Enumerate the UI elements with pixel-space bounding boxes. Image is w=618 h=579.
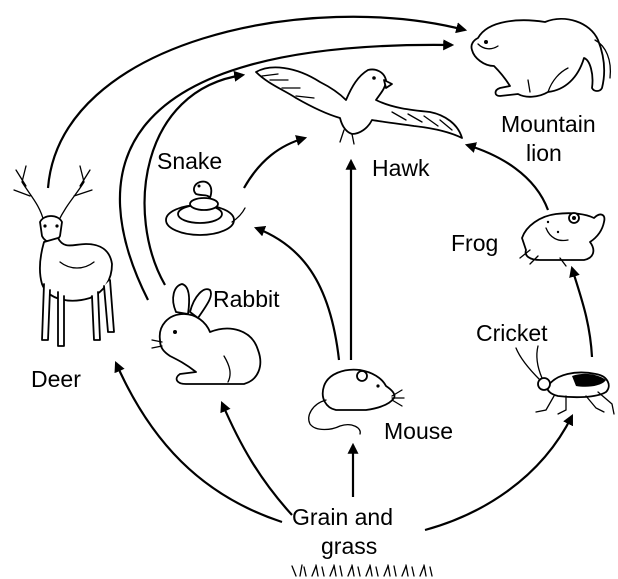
mountain-lion-icon [471,19,610,97]
arrow-cricket-to-frog [572,268,592,357]
labels: Mountain lion Hawk Snake Deer Rabbit Fro… [31,111,596,559]
label-mountain-lion-line1: Mountain [501,111,596,137]
arrow-snake-to-hawk [244,138,305,188]
label-grain-and-grass-line1: Grain and [292,504,393,530]
hawk-icon [256,67,462,144]
deer-icon [14,166,114,346]
snake-icon [166,182,245,235]
label-mountain-lion-line2: lion [526,140,562,166]
label-frog: Frog [451,230,498,256]
label-rabbit: Rabbit [213,286,280,312]
arrow-rabbit-to-hawk [145,75,243,285]
frog-icon [520,213,604,266]
label-snake: Snake [157,148,222,174]
grass-icon [292,565,432,576]
label-hawk: Hawk [372,155,430,181]
cricket-icon [516,346,614,414]
arrow-grass-to-rabbit [222,403,292,515]
label-mouse: Mouse [384,418,453,444]
label-deer: Deer [31,366,81,392]
label-grain-and-grass-line2: grass [321,533,377,559]
arrow-grass-to-deer [116,363,282,522]
label-cricket: Cricket [476,320,548,346]
